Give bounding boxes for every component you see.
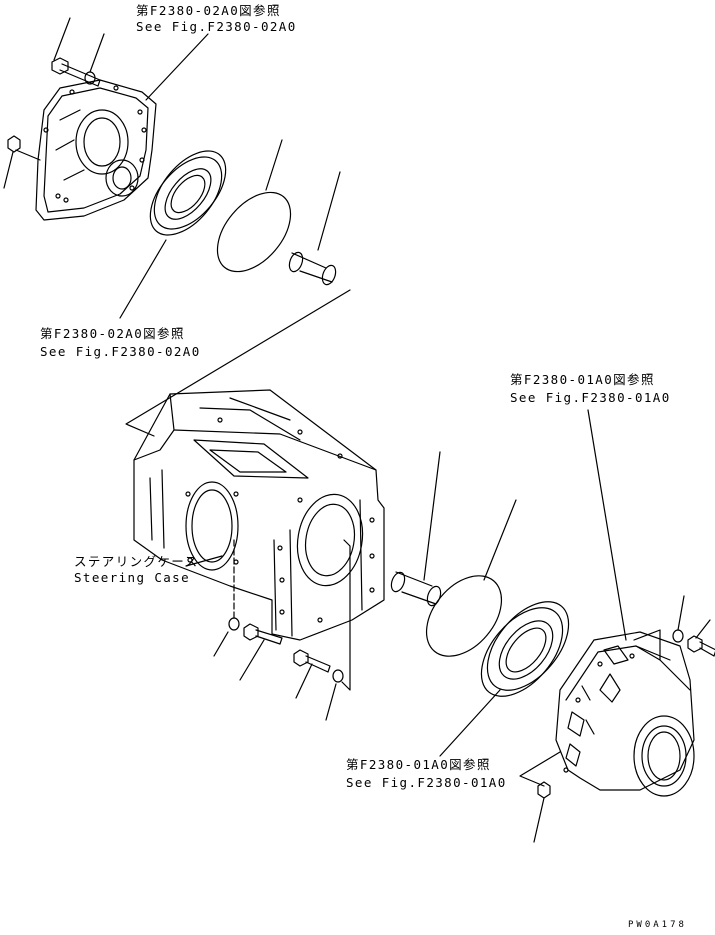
right-cover [555,631,695,797]
bolt-top-left [51,17,101,87]
washer-top-left [84,33,105,85]
left-cover [35,79,157,221]
o-ring-right [425,499,517,657]
label-steering-case-jp: ステアリングケース [74,554,199,569]
washer-case-1 [213,617,240,657]
leader-top-ref [145,33,209,101]
leader-bottom-ref [439,689,501,757]
spacer-sleeve-right [390,451,442,607]
drawing-code: PW0A178 [628,920,687,930]
leader-left-mid-ref [119,239,167,319]
callout-bottom-jp: 第F2380-01A0図参照 [346,757,491,772]
washer-right [672,595,685,643]
assembly-line-top [125,289,351,437]
callout-right-en: See Fig.F2380-01A0 [510,390,671,405]
o-ring-left [216,139,292,273]
bolt-right [687,619,715,657]
bolt-case-1 [239,623,283,681]
callout-left-mid-jp: 第F2380-02A0図参照 [40,326,185,341]
callout-top-en: See Fig.F2380-02A0 [136,19,297,34]
label-steering-case-en: Steering Case [74,570,191,585]
callout-left-mid-en: See Fig.F2380-02A0 [40,344,201,359]
callout-right-jp: 第F2380-01A0図参照 [510,372,655,387]
washer-case-2 [325,669,344,721]
bearing-cage-right [480,601,570,697]
bearing-cage-left [149,150,227,236]
callout-top-jp: 第F2380-02A0図参照 [136,3,281,18]
leader-right-ref [587,409,627,641]
plug-right [519,751,561,843]
steering-case [133,389,385,641]
bolt-case-2 [293,649,331,699]
leader-steering-case [185,555,223,567]
plug-left [3,135,21,189]
spacer-sleeve-left [288,171,341,286]
callout-bottom-en: See Fig.F2380-01A0 [346,775,507,790]
